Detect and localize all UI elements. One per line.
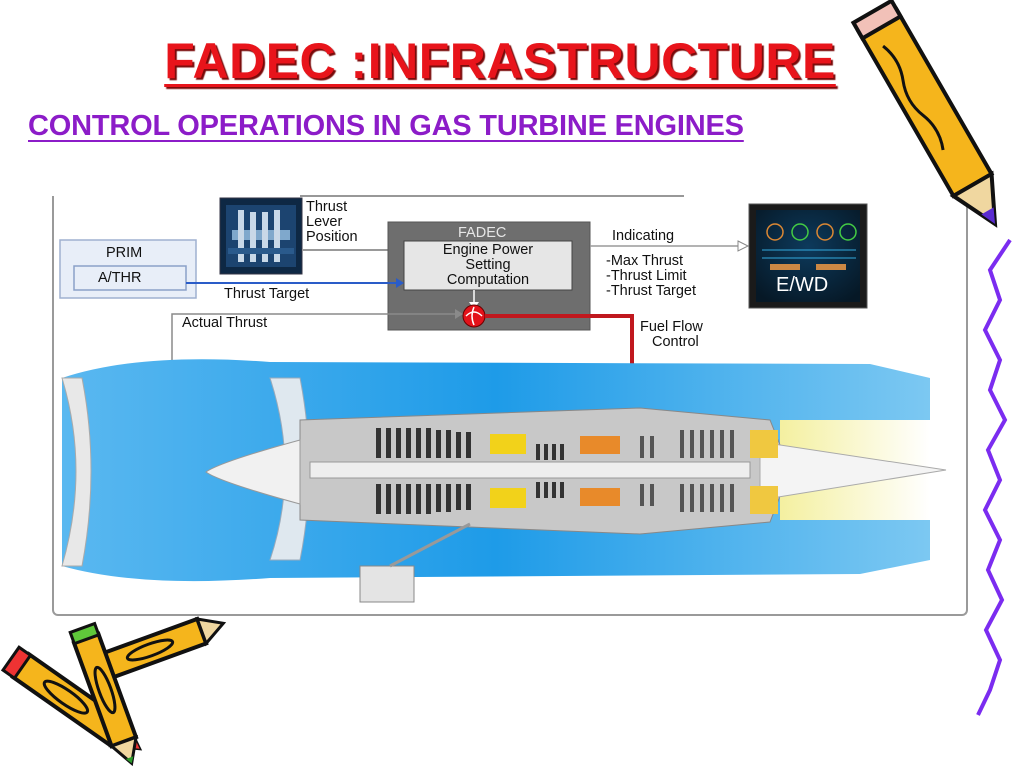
indicating-item: -Thrust Target: [606, 283, 696, 299]
fuel-flow-label-1: Fuel Flow: [640, 319, 703, 335]
ewd-label: E/WD: [776, 274, 829, 296]
thrust-lever-label-2: Lever: [306, 214, 343, 230]
athr-box: [73, 265, 187, 291]
fuel-flow-label-2: Control: [652, 334, 699, 350]
prim-box: [59, 239, 197, 299]
thrust-lever-label-3: Position: [306, 229, 358, 245]
fadec-box: [387, 221, 591, 331]
fadec-label: FADEC: [458, 225, 507, 241]
athr-label: A/THR: [98, 270, 142, 286]
ewd-display: [748, 203, 868, 309]
comparator-symbol: [462, 304, 486, 328]
thrust-target-label: Thrust Target: [224, 286, 310, 302]
computation-label: Computation: [446, 272, 530, 288]
pencil-icon: [68, 621, 139, 767]
setting-label: Setting: [465, 257, 511, 273]
actual-thrust-label: Actual Thrust: [182, 315, 268, 331]
slide-subtitle: CONTROL OPERATIONS IN GAS TURBINE ENGINE…: [28, 110, 744, 142]
engine-cutaway: [61, 359, 947, 603]
indicating-label: Indicating: [612, 228, 675, 244]
thrust-lever-label-1: Thrust: [306, 199, 348, 215]
slide-title: FADEC :INFRASTRUCTURE: [164, 33, 836, 89]
indicating-item: -Max Thrust: [606, 253, 684, 269]
pencil-icon: [850, 0, 998, 228]
decorative-squiggle: [976, 238, 1012, 716]
engine-power-box: [403, 240, 573, 291]
thrust-lever-image: [219, 197, 303, 275]
indicating-item: -Thrust Limit: [606, 268, 687, 284]
engine-power-label: Engine Power: [442, 242, 534, 258]
prim-label: PRIM: [106, 245, 143, 261]
